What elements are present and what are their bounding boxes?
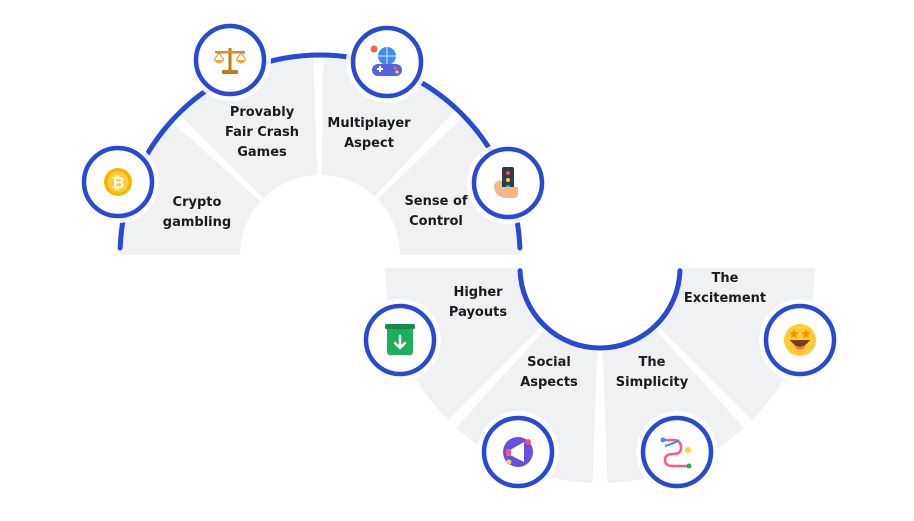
segment-multiplayer (321, 55, 457, 197)
badge-provably-fair (189, 19, 271, 101)
label-sense-of-control: Sense of Control (404, 194, 467, 229)
winding-path-icon (660, 437, 692, 469)
label-line: Provably (230, 105, 295, 120)
segment-excitement (656, 268, 815, 421)
icon-badge-layer: ₿ (77, 19, 841, 493)
label-line: Aspect (344, 136, 394, 151)
label-line: The (639, 355, 666, 370)
label-line: Social (527, 355, 571, 370)
svg-text:₿: ₿ (111, 173, 124, 192)
gamepad-globe-icon (370, 45, 402, 76)
label-line: Higher (453, 285, 503, 300)
badge-crypto-gambling: ₿ (77, 141, 159, 223)
balance-scale-icon (213, 48, 247, 74)
label-line: Sense of (404, 194, 467, 209)
badge-social-aspects (477, 411, 559, 493)
label-crypto-gambling: Crypto gambling (163, 195, 231, 230)
label-line: Games (237, 145, 287, 160)
label-line: Crypto (173, 195, 222, 210)
hand-remote-icon (494, 167, 518, 198)
badge-sense-of-control (467, 142, 549, 224)
label-line: Excitement (684, 291, 766, 306)
badge-excitement (759, 299, 841, 381)
label-line: Control (409, 214, 463, 229)
lower-accent-arc (517, 268, 683, 351)
download-box-icon (385, 324, 415, 355)
label-line: Multiplayer (327, 116, 411, 131)
label-line: Fair Crash (225, 125, 299, 140)
label-line: Aspects (520, 375, 578, 390)
label-line: gambling (163, 215, 231, 230)
star-eyes-emoji-icon (784, 324, 816, 356)
bitcoin-coin-icon: ₿ (104, 168, 132, 196)
badge-higher-payouts (359, 299, 441, 381)
megaphone-icon (503, 437, 533, 467)
segment-crypto-gambling (120, 121, 261, 255)
badge-simplicity (636, 411, 718, 493)
label-line: Payouts (449, 305, 507, 320)
badge-multiplayer (346, 21, 428, 103)
segment-higher-payouts (385, 268, 544, 421)
label-line: The (712, 271, 739, 286)
label-line: Simplicity (616, 375, 689, 390)
